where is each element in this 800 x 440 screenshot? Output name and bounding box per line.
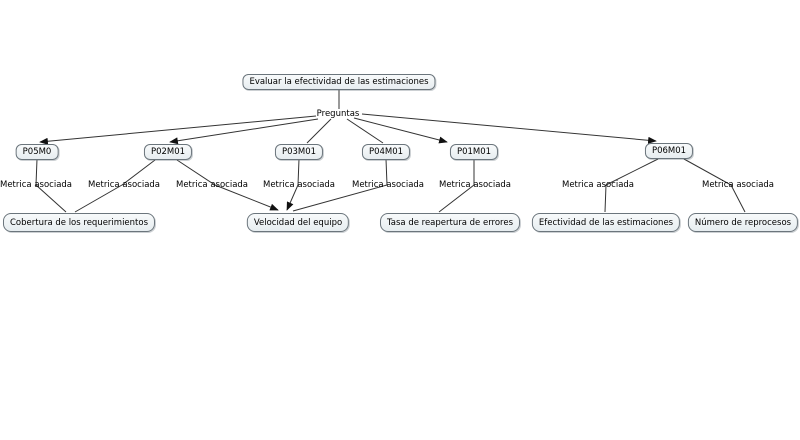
edge-preguntas-p05m0 xyxy=(39,115,317,145)
node-metric-numero[interactable]: Número de reprocesos xyxy=(687,213,799,232)
node-metric-efectividad[interactable]: Efectividad de las estimaciones xyxy=(531,213,681,232)
edge-p01m01-tasa xyxy=(438,159,475,213)
edge-preguntas-p03m01 xyxy=(306,118,332,144)
edge-label-metrica-3[interactable]: Metrica asociada xyxy=(175,180,249,190)
linking-phrase-preguntas[interactable]: Preguntas xyxy=(316,109,360,119)
node-metric-tasa[interactable]: Tasa de reapertura de errores xyxy=(379,213,521,232)
node-p06m01[interactable]: P06M01 xyxy=(644,143,694,159)
edge-p05m0-cobertura xyxy=(35,158,67,213)
node-p04m01[interactable]: P04M01 xyxy=(361,144,411,160)
edge-label-metrica-2[interactable]: Metrica asociada xyxy=(87,180,161,190)
edge-label-metrica-7[interactable]: Metrica asociada xyxy=(561,180,635,190)
node-root-question[interactable]: Evaluar la efectividad de las estimacion… xyxy=(242,74,436,90)
node-p05m0[interactable]: P05M0 xyxy=(15,144,59,160)
node-p01m01[interactable]: P01M01 xyxy=(449,144,499,160)
edge-label-metrica-5[interactable]: Metrica asociada xyxy=(351,180,425,190)
edge-p06m01-efectividad xyxy=(604,158,659,213)
edge-preguntas-p04m01 xyxy=(346,118,384,144)
edge-p04m01-velocidad xyxy=(292,158,388,212)
edge-label-metrica-4[interactable]: Metrica asociada xyxy=(262,180,336,190)
edge-preguntas-p02m01 xyxy=(169,118,319,145)
edge-p06m01-numero xyxy=(683,158,746,213)
edge-preguntas-p01m01 xyxy=(353,117,448,144)
edge-p02m01-velocidad xyxy=(176,159,279,211)
edge-p03m01-velocidad xyxy=(286,158,300,211)
edge-preguntas-p06m01 xyxy=(361,113,657,144)
node-p03m01[interactable]: P03M01 xyxy=(274,144,324,160)
edge-label-metrica-8[interactable]: Metrica asociada xyxy=(701,180,775,190)
node-metric-velocidad[interactable]: Velocidad del equipo xyxy=(246,213,350,232)
edge-p02m01-cobertura xyxy=(74,159,156,213)
edge-label-metrica-1[interactable]: Metrica asociada xyxy=(0,180,73,190)
edge-label-metrica-6[interactable]: Metrica asociada xyxy=(438,180,512,190)
node-p02m01[interactable]: P02M01 xyxy=(143,144,193,160)
node-metric-cobertura[interactable]: Cobertura de los requerimientos xyxy=(2,213,156,232)
